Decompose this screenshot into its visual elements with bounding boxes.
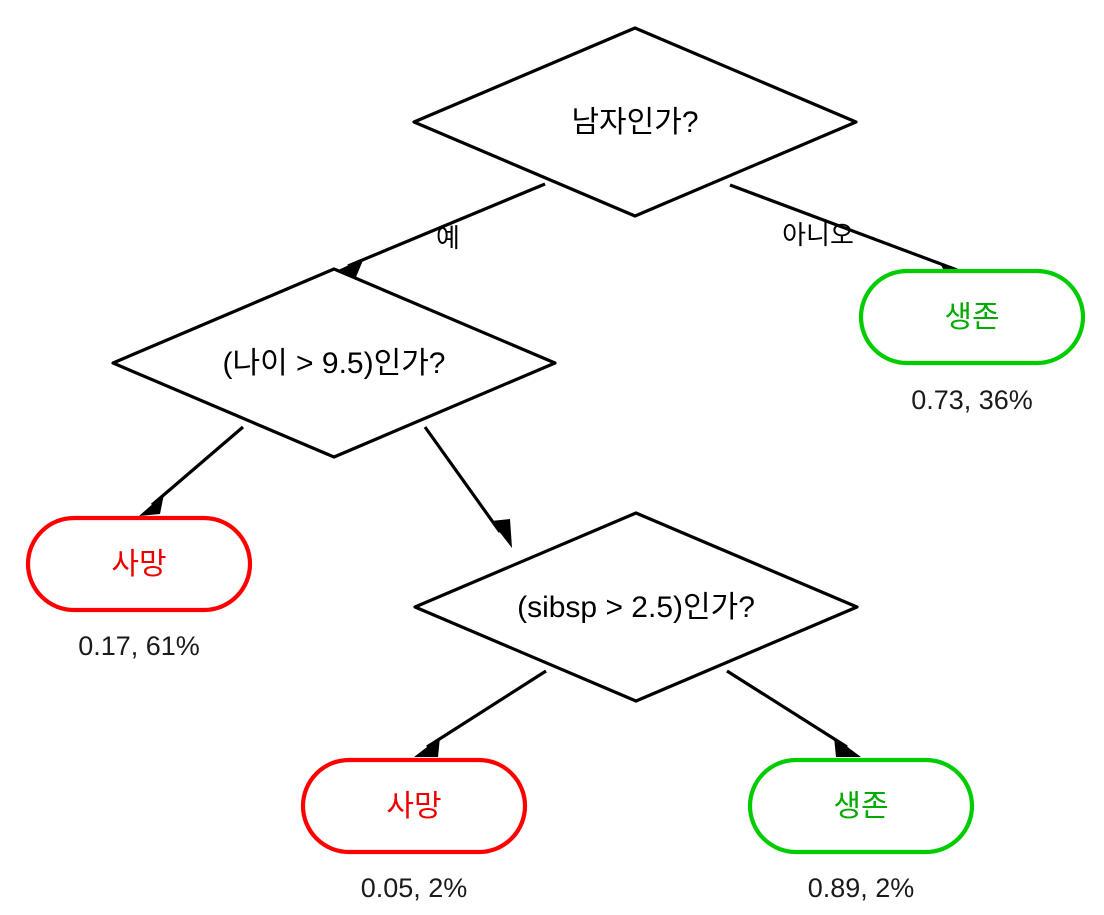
arrow-head-sibsp-right (834, 737, 861, 757)
edge-line-root-no (729, 183, 958, 272)
arrow-head-sibsp-left (414, 737, 440, 757)
edge-age-to-sibsp (423, 426, 512, 548)
leaf-shape-survive-sibsp[interactable] (747, 757, 975, 855)
leaf-node-death-sibsp[interactable]: 사망 0.05, 2% (300, 757, 528, 903)
leaf-node-death-older[interactable]: 사망 0.17, 61% (25, 515, 253, 661)
diamond-shape-root[interactable] (412, 26, 858, 218)
edge-label-yes: 예 (436, 223, 460, 253)
arrow-head-age-left (139, 494, 164, 516)
edge-line-age-left (150, 425, 245, 507)
edge-line-sibsp-right (726, 669, 848, 749)
leaf-node-death-sibsp-label: 사망 (386, 790, 441, 823)
leaf-node-survive-sibsp-stat: 0.89, 2% (808, 873, 915, 903)
edge-sibsp-to-survive (726, 669, 861, 757)
decision-node-sibsp-label: (sibsp > 2.5)인가? (517, 591, 755, 624)
decision-node-age-label: (나이 > 9.5)인가? (223, 347, 446, 380)
arrow-head-age-right (491, 519, 512, 548)
leaf-node-survive-sibsp-label: 생존 (833, 790, 888, 823)
leaf-node-death-older-stat: 0.17, 61% (78, 631, 200, 661)
edge-age-to-death (139, 425, 245, 516)
edge-line-sibsp-left (426, 669, 547, 749)
edge-group: 예 아니오 (139, 182, 972, 757)
decision-node-root[interactable]: 남자인가? (412, 26, 858, 218)
decision-node-sibsp[interactable]: (sibsp > 2.5)인가? (413, 511, 859, 703)
decision-node-age[interactable]: (나이 > 9.5)인가? (111, 267, 557, 459)
leaf-node-death-sibsp-stat: 0.05, 2% (361, 873, 468, 903)
edge-root-to-age: 예 (334, 182, 546, 277)
leaf-node-survive-female-stat: 0.73, 36% (911, 385, 1033, 415)
edge-sibsp-to-death (414, 669, 547, 757)
diamond-shape-age[interactable] (111, 267, 557, 459)
edge-line-root-yes (347, 182, 546, 268)
edge-line-age-right (423, 426, 502, 533)
leaf-node-survive-female[interactable]: 생존 0.73, 36% (858, 268, 1086, 415)
diamond-shape-sibsp[interactable] (413, 511, 859, 703)
decision-node-root-label: 남자인가? (571, 106, 698, 139)
leaf-shape-death-sibsp[interactable] (300, 757, 528, 855)
leaf-node-survive-female-label: 생존 (944, 301, 999, 334)
leaf-node-death-older-label: 사망 (111, 548, 166, 581)
leaf-shape-death-older[interactable] (25, 515, 253, 613)
leaf-shape-survive-female[interactable] (858, 268, 1086, 366)
edge-label-no: 아니오 (782, 220, 854, 250)
leaf-node-survive-sibsp[interactable]: 생존 0.89, 2% (747, 757, 975, 903)
